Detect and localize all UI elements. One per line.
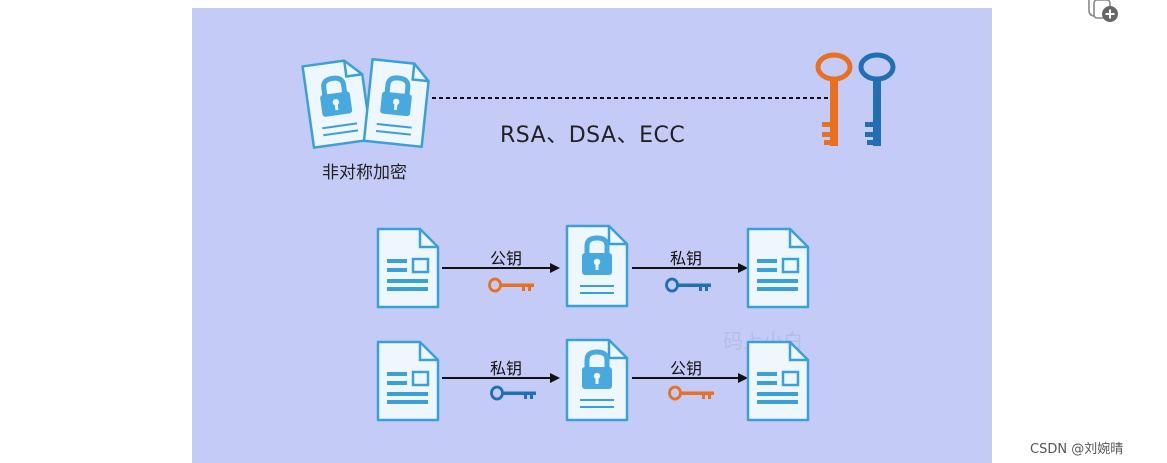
arrow-label: 公钥 xyxy=(670,359,703,378)
arrow-right xyxy=(632,263,748,273)
arrow-label: 私钥 xyxy=(490,359,523,378)
blue-key-icon xyxy=(490,385,536,401)
copy-add-icon[interactable] xyxy=(1086,0,1122,24)
orange-key-icon xyxy=(668,385,714,401)
plain-document-icon xyxy=(746,340,810,422)
plain-document-icon xyxy=(746,227,810,309)
algorithms-label: RSA、DSA、ECC xyxy=(500,123,686,148)
locked-document-icon xyxy=(565,338,629,422)
credit-text: CSDN @刘婉晴 xyxy=(1030,442,1124,457)
orange-key-icon xyxy=(488,277,534,293)
dashed-connector xyxy=(432,97,830,99)
locked-document-icon xyxy=(565,224,629,308)
arrow-label: 公钥 xyxy=(490,249,523,268)
arrow-right xyxy=(442,263,560,273)
asymmetric-caption: 非对称加密 xyxy=(322,163,407,183)
locked-document-icon xyxy=(301,59,373,149)
orange-key-icon xyxy=(815,52,853,146)
blue-key-icon xyxy=(858,52,896,146)
arrow-right xyxy=(632,373,748,383)
locked-document-icon xyxy=(362,57,430,149)
arrow-right xyxy=(442,373,560,383)
blue-key-icon xyxy=(665,277,711,293)
arrow-label: 私钥 xyxy=(670,249,703,268)
plain-document-icon xyxy=(376,227,440,309)
plain-document-icon xyxy=(376,340,440,422)
